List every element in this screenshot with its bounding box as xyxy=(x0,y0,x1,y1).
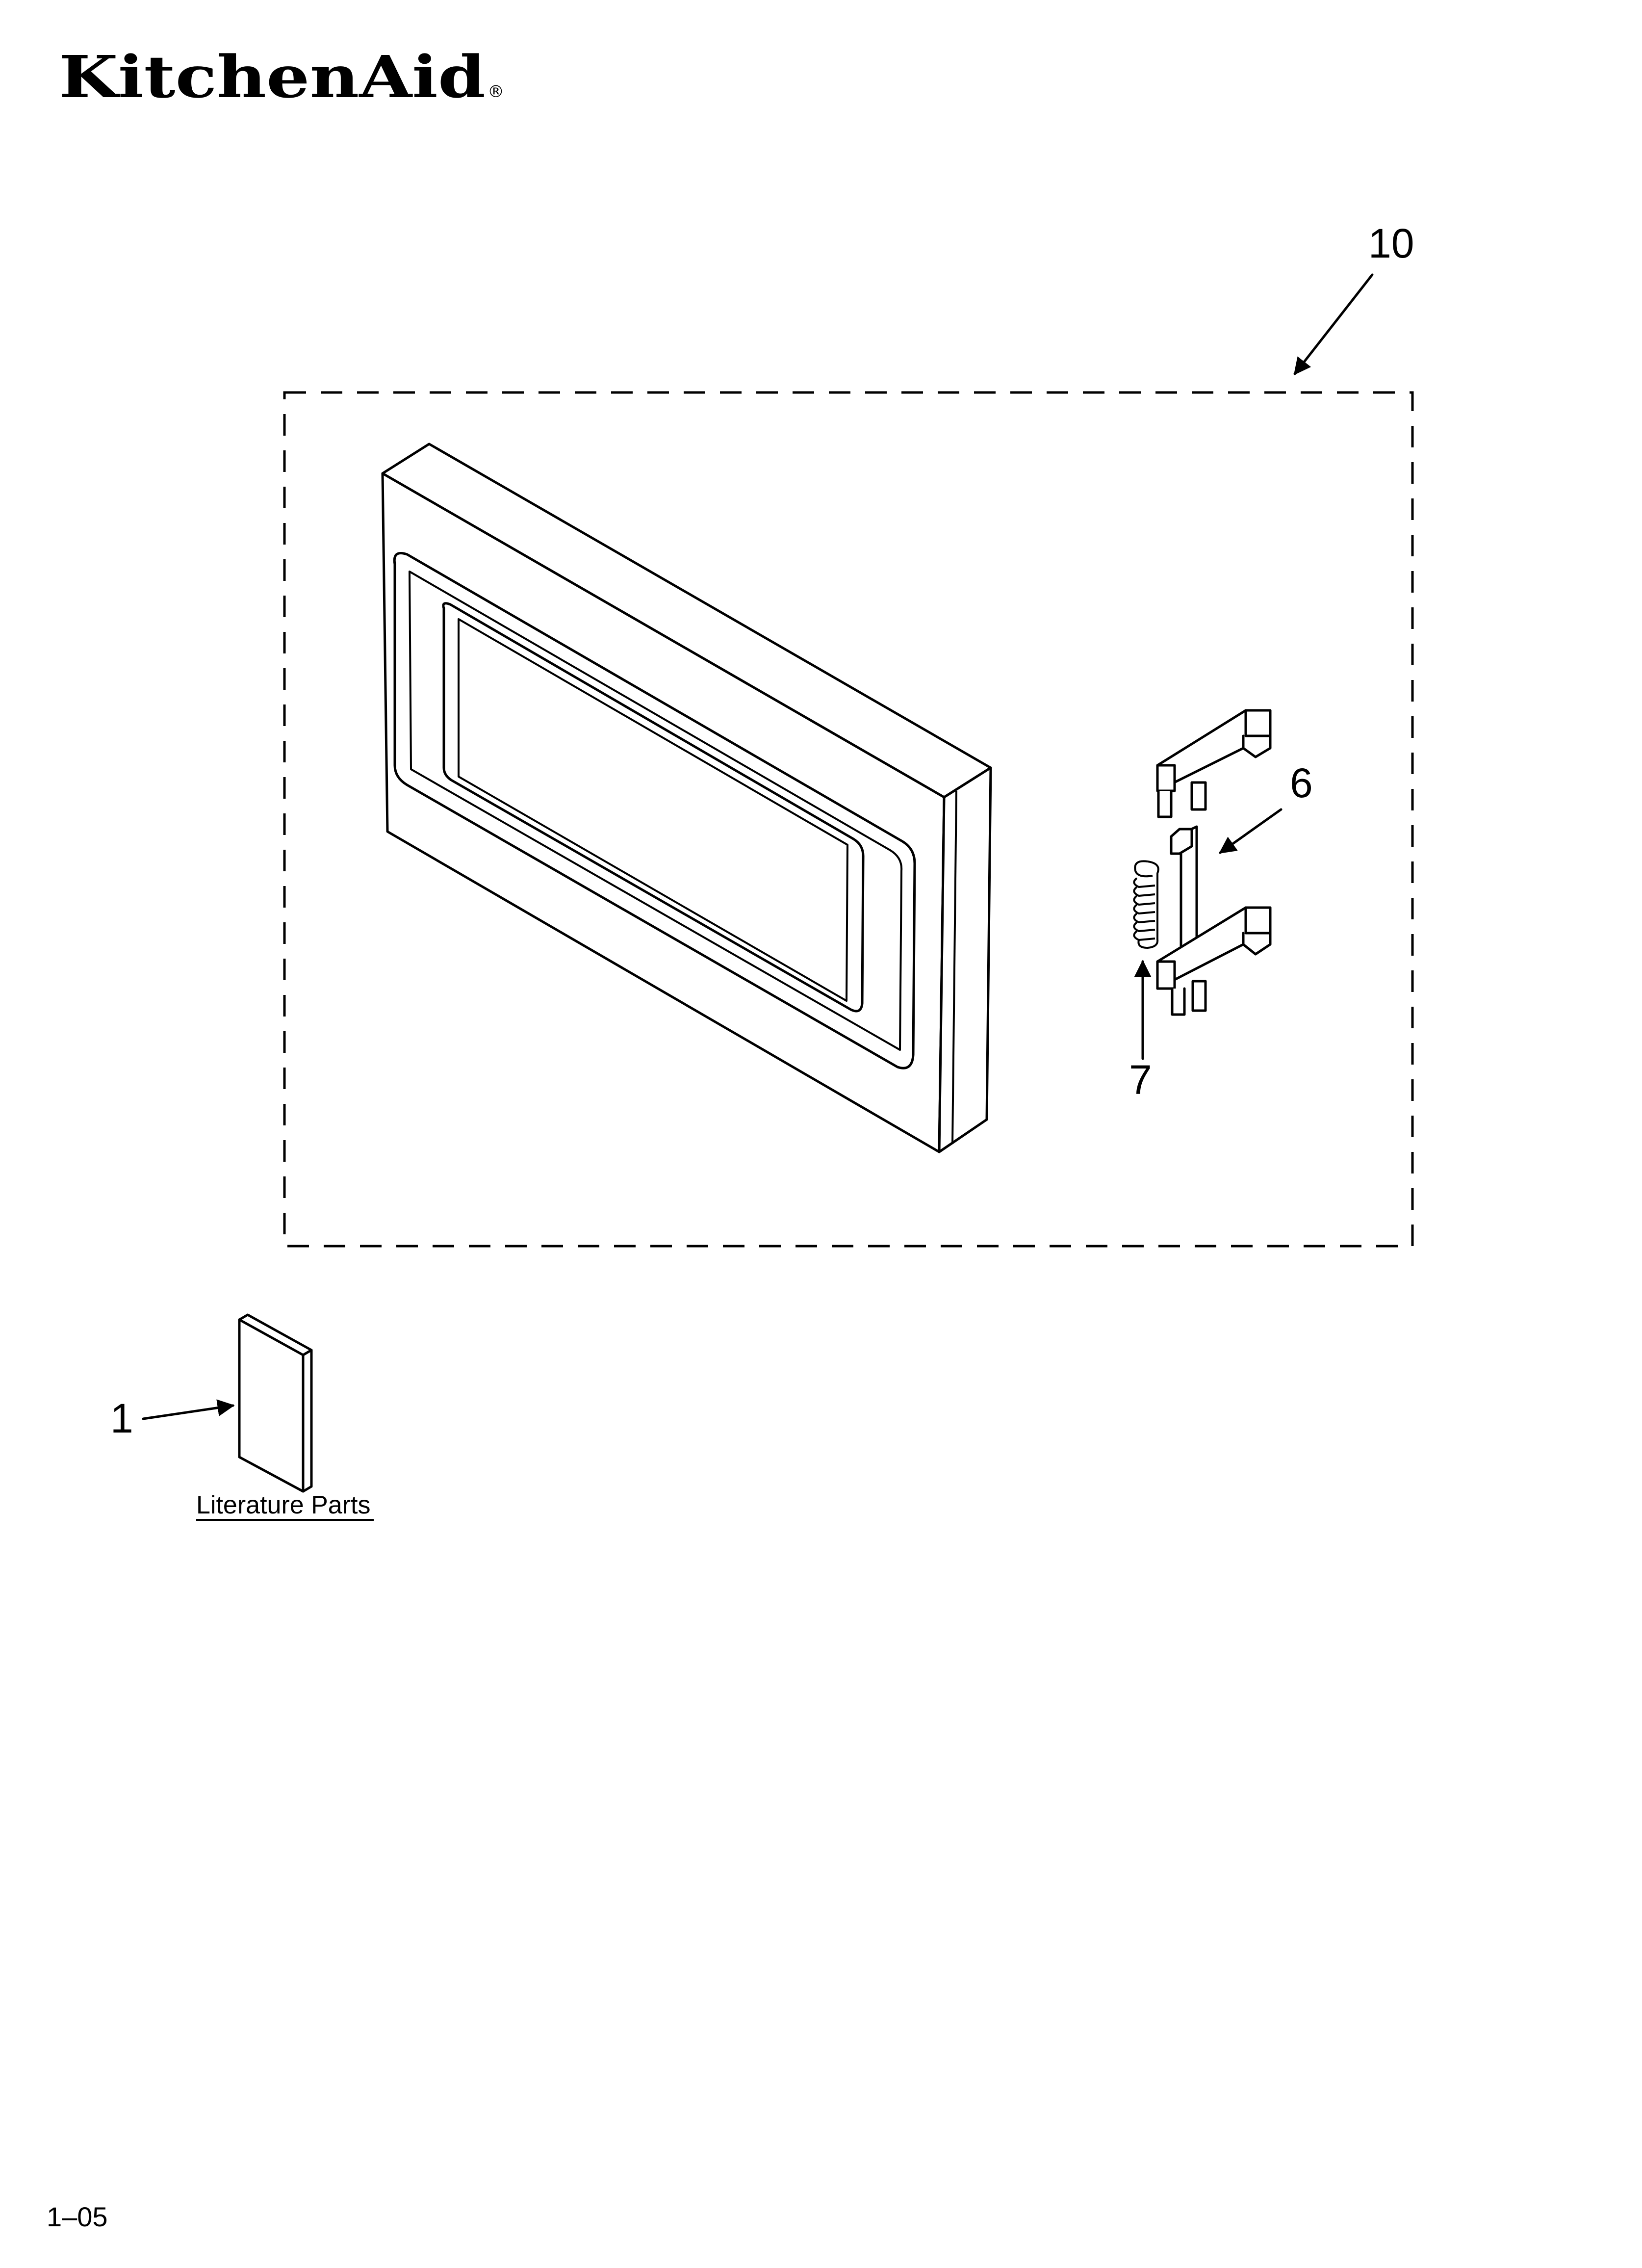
registered-mark: ® xyxy=(487,82,504,102)
door-frame-part xyxy=(381,443,992,1153)
literature-part xyxy=(238,1313,313,1493)
callout-6: 6 xyxy=(1219,760,1313,854)
literature-caption: Literature Parts xyxy=(196,1491,374,1521)
assembly-boundary xyxy=(283,391,1414,1248)
callout-arrow-10 xyxy=(1293,273,1374,375)
spring-part xyxy=(1133,860,1159,949)
literature-caption-text: Literature Parts xyxy=(196,1491,371,1519)
brand-name: KitchenAid xyxy=(59,43,486,111)
callout-label-10: 10 xyxy=(1368,220,1414,266)
callout-arrow-6 xyxy=(1219,808,1283,854)
callout-label-7: 7 xyxy=(1129,1057,1152,1103)
callout-1: 1 xyxy=(110,1395,235,1441)
page-code: 1–05 xyxy=(47,2201,108,2232)
callout-7: 7 xyxy=(1129,960,1152,1103)
latch-part xyxy=(1156,709,1272,1016)
callout-label-1: 1 xyxy=(110,1395,133,1441)
callout-10: 10 xyxy=(1293,220,1414,375)
callout-arrow-1 xyxy=(142,1399,235,1420)
callout-label-6: 6 xyxy=(1290,760,1313,806)
brand-logo: KitchenAid ® xyxy=(59,43,504,111)
